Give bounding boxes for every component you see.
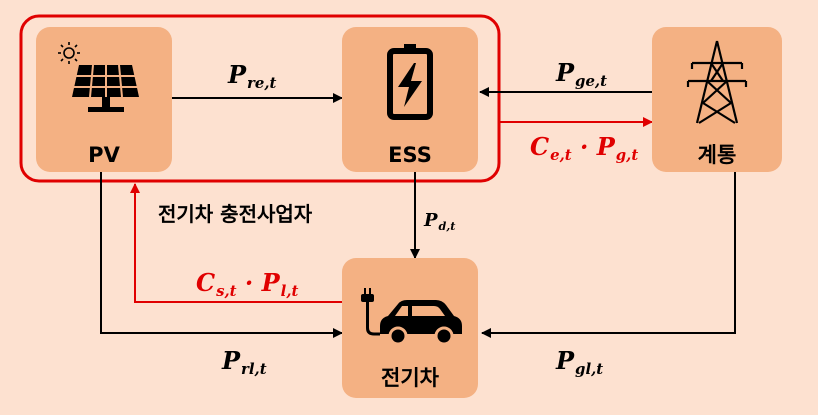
arrow-pv-to-ev bbox=[100, 172, 343, 338]
grid-box: 계통 bbox=[652, 27, 782, 172]
label-c-e-p-g: Ce,t · Pg,t bbox=[530, 132, 639, 165]
label-c-s-p-l: Cs,t · Pl,t bbox=[196, 268, 299, 301]
ev-label: 전기차 bbox=[381, 366, 439, 390]
electric-car-icon bbox=[361, 288, 462, 346]
arrow-grid-to-ev bbox=[481, 172, 736, 338]
label-p-gl: Pgl,t bbox=[556, 346, 604, 379]
pv-label: PV bbox=[88, 143, 120, 167]
operator-group-label: 전기차 충전사업자 bbox=[158, 202, 313, 226]
ess-label: ESS bbox=[388, 143, 432, 167]
grid-label: 계통 bbox=[697, 143, 737, 167]
ev-box: 전기차 bbox=[342, 258, 478, 398]
ess-box: ESS bbox=[342, 27, 478, 172]
transmission-tower-icon bbox=[686, 40, 748, 124]
label-p-rl: Prl,t bbox=[222, 346, 267, 379]
arrow-ev-to-operator-red bbox=[130, 183, 342, 303]
solar-panel-icon bbox=[58, 42, 139, 112]
operator-group-border bbox=[19, 14, 501, 183]
battery-charging-icon bbox=[387, 44, 433, 120]
label-p-ge: Pge,t bbox=[556, 58, 607, 91]
pv-box: PV bbox=[36, 27, 172, 172]
label-p-d: Pd,t bbox=[424, 210, 456, 233]
label-p-re: Pre,t bbox=[228, 60, 277, 93]
